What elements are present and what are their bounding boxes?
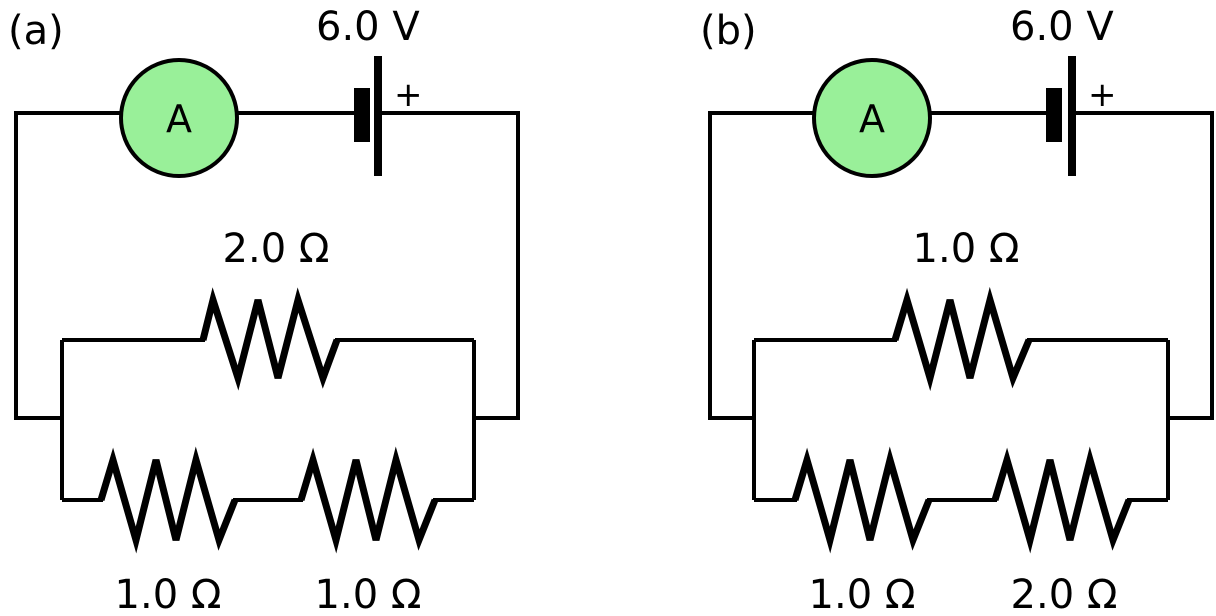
- battery-voltage-label: 6.0 V: [1010, 4, 1114, 50]
- bottom-right-resistor: [991, 446, 1133, 554]
- wire-left-outer: [14, 111, 121, 420]
- bottom-right-resistor: [297, 446, 439, 554]
- battery: +: [354, 56, 423, 176]
- wire-battery-to-right: [378, 111, 520, 420]
- bottom-left-resistor: [97, 446, 239, 554]
- top-resistor: [199, 287, 341, 391]
- ammeter-symbol: A: [859, 97, 885, 141]
- bottom-left-resistor-label: 1.0 Ω: [809, 572, 916, 616]
- top-resistor: [891, 286, 1033, 392]
- battery-plus-sign: +: [1088, 75, 1117, 115]
- battery-negative-plate: [354, 88, 370, 142]
- circuit-b: (b) 6.0 V A + 1.0 Ω 1.0 Ω 2.0 Ω: [700, 4, 1214, 616]
- battery-negative-plate: [1046, 88, 1062, 142]
- ammeter-symbol: A: [166, 97, 192, 141]
- circuit-a: (a) 6.0 V A + 2.0 Ω 1.0 Ω 1.0 Ω: [8, 4, 520, 616]
- bottom-left-resistor: [791, 446, 933, 554]
- panel-label: (a): [8, 8, 64, 54]
- top-resistor-label: 2.0 Ω: [223, 226, 330, 272]
- battery-voltage-label: 6.0 V: [316, 4, 420, 50]
- top-resistor-label: 1.0 Ω: [913, 226, 1020, 272]
- ammeter-circle: [119, 58, 239, 178]
- wire-battery-to-right: [1072, 111, 1214, 420]
- panel-label: (b): [700, 8, 757, 54]
- wire-left-outer: [708, 111, 814, 420]
- ammeter: A: [119, 58, 239, 178]
- battery: +: [1046, 56, 1117, 176]
- battery-plus-sign: +: [394, 75, 423, 115]
- battery-positive-plate: [374, 56, 382, 176]
- battery-positive-plate: [1068, 56, 1076, 176]
- bottom-left-resistor-label: 1.0 Ω: [115, 572, 222, 616]
- ammeter: A: [812, 58, 932, 178]
- ammeter-circle: [812, 58, 932, 178]
- bottom-right-resistor-label: 2.0 Ω: [1011, 572, 1118, 616]
- bottom-right-resistor-label: 1.0 Ω: [315, 572, 422, 616]
